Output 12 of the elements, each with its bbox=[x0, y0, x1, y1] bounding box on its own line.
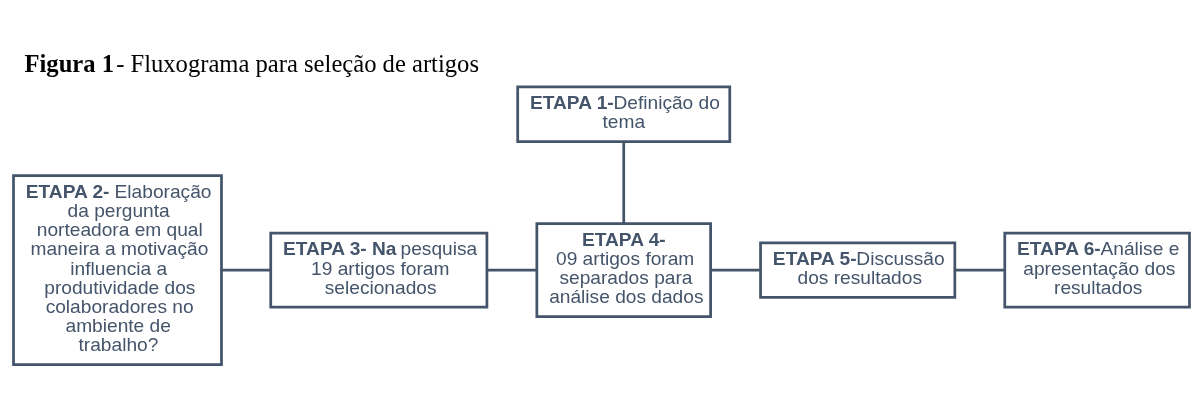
node-box: ETAPA 3- Na pesquisa 19 artigos foram selecionados bbox=[269, 231, 489, 308]
node-box: ETAPA 5-Discussão dos resultados bbox=[759, 240, 957, 299]
connector bbox=[955, 268, 1005, 271]
node-box: ETAPA 2- Elaboração da pergunta norteadora em qual maneira a motivação influencia a produtividade dos colaboradores no ambiente de trabalho? bbox=[12, 173, 223, 366]
node-box: ETAPA 6-Análise e apresentação dos resultados bbox=[1003, 231, 1191, 308]
connector bbox=[710, 268, 761, 271]
node-box: ETAPA 4- 09 artigos foram separados para análise dos dados bbox=[535, 221, 712, 318]
connector bbox=[622, 141, 626, 223]
connector bbox=[221, 268, 271, 271]
connector bbox=[486, 268, 537, 271]
node-box: ETAPA 1-Definição do tema bbox=[516, 84, 732, 143]
diagram-title: Figura 1- Fluxograma para seleção de artigos bbox=[24, 49, 479, 77]
